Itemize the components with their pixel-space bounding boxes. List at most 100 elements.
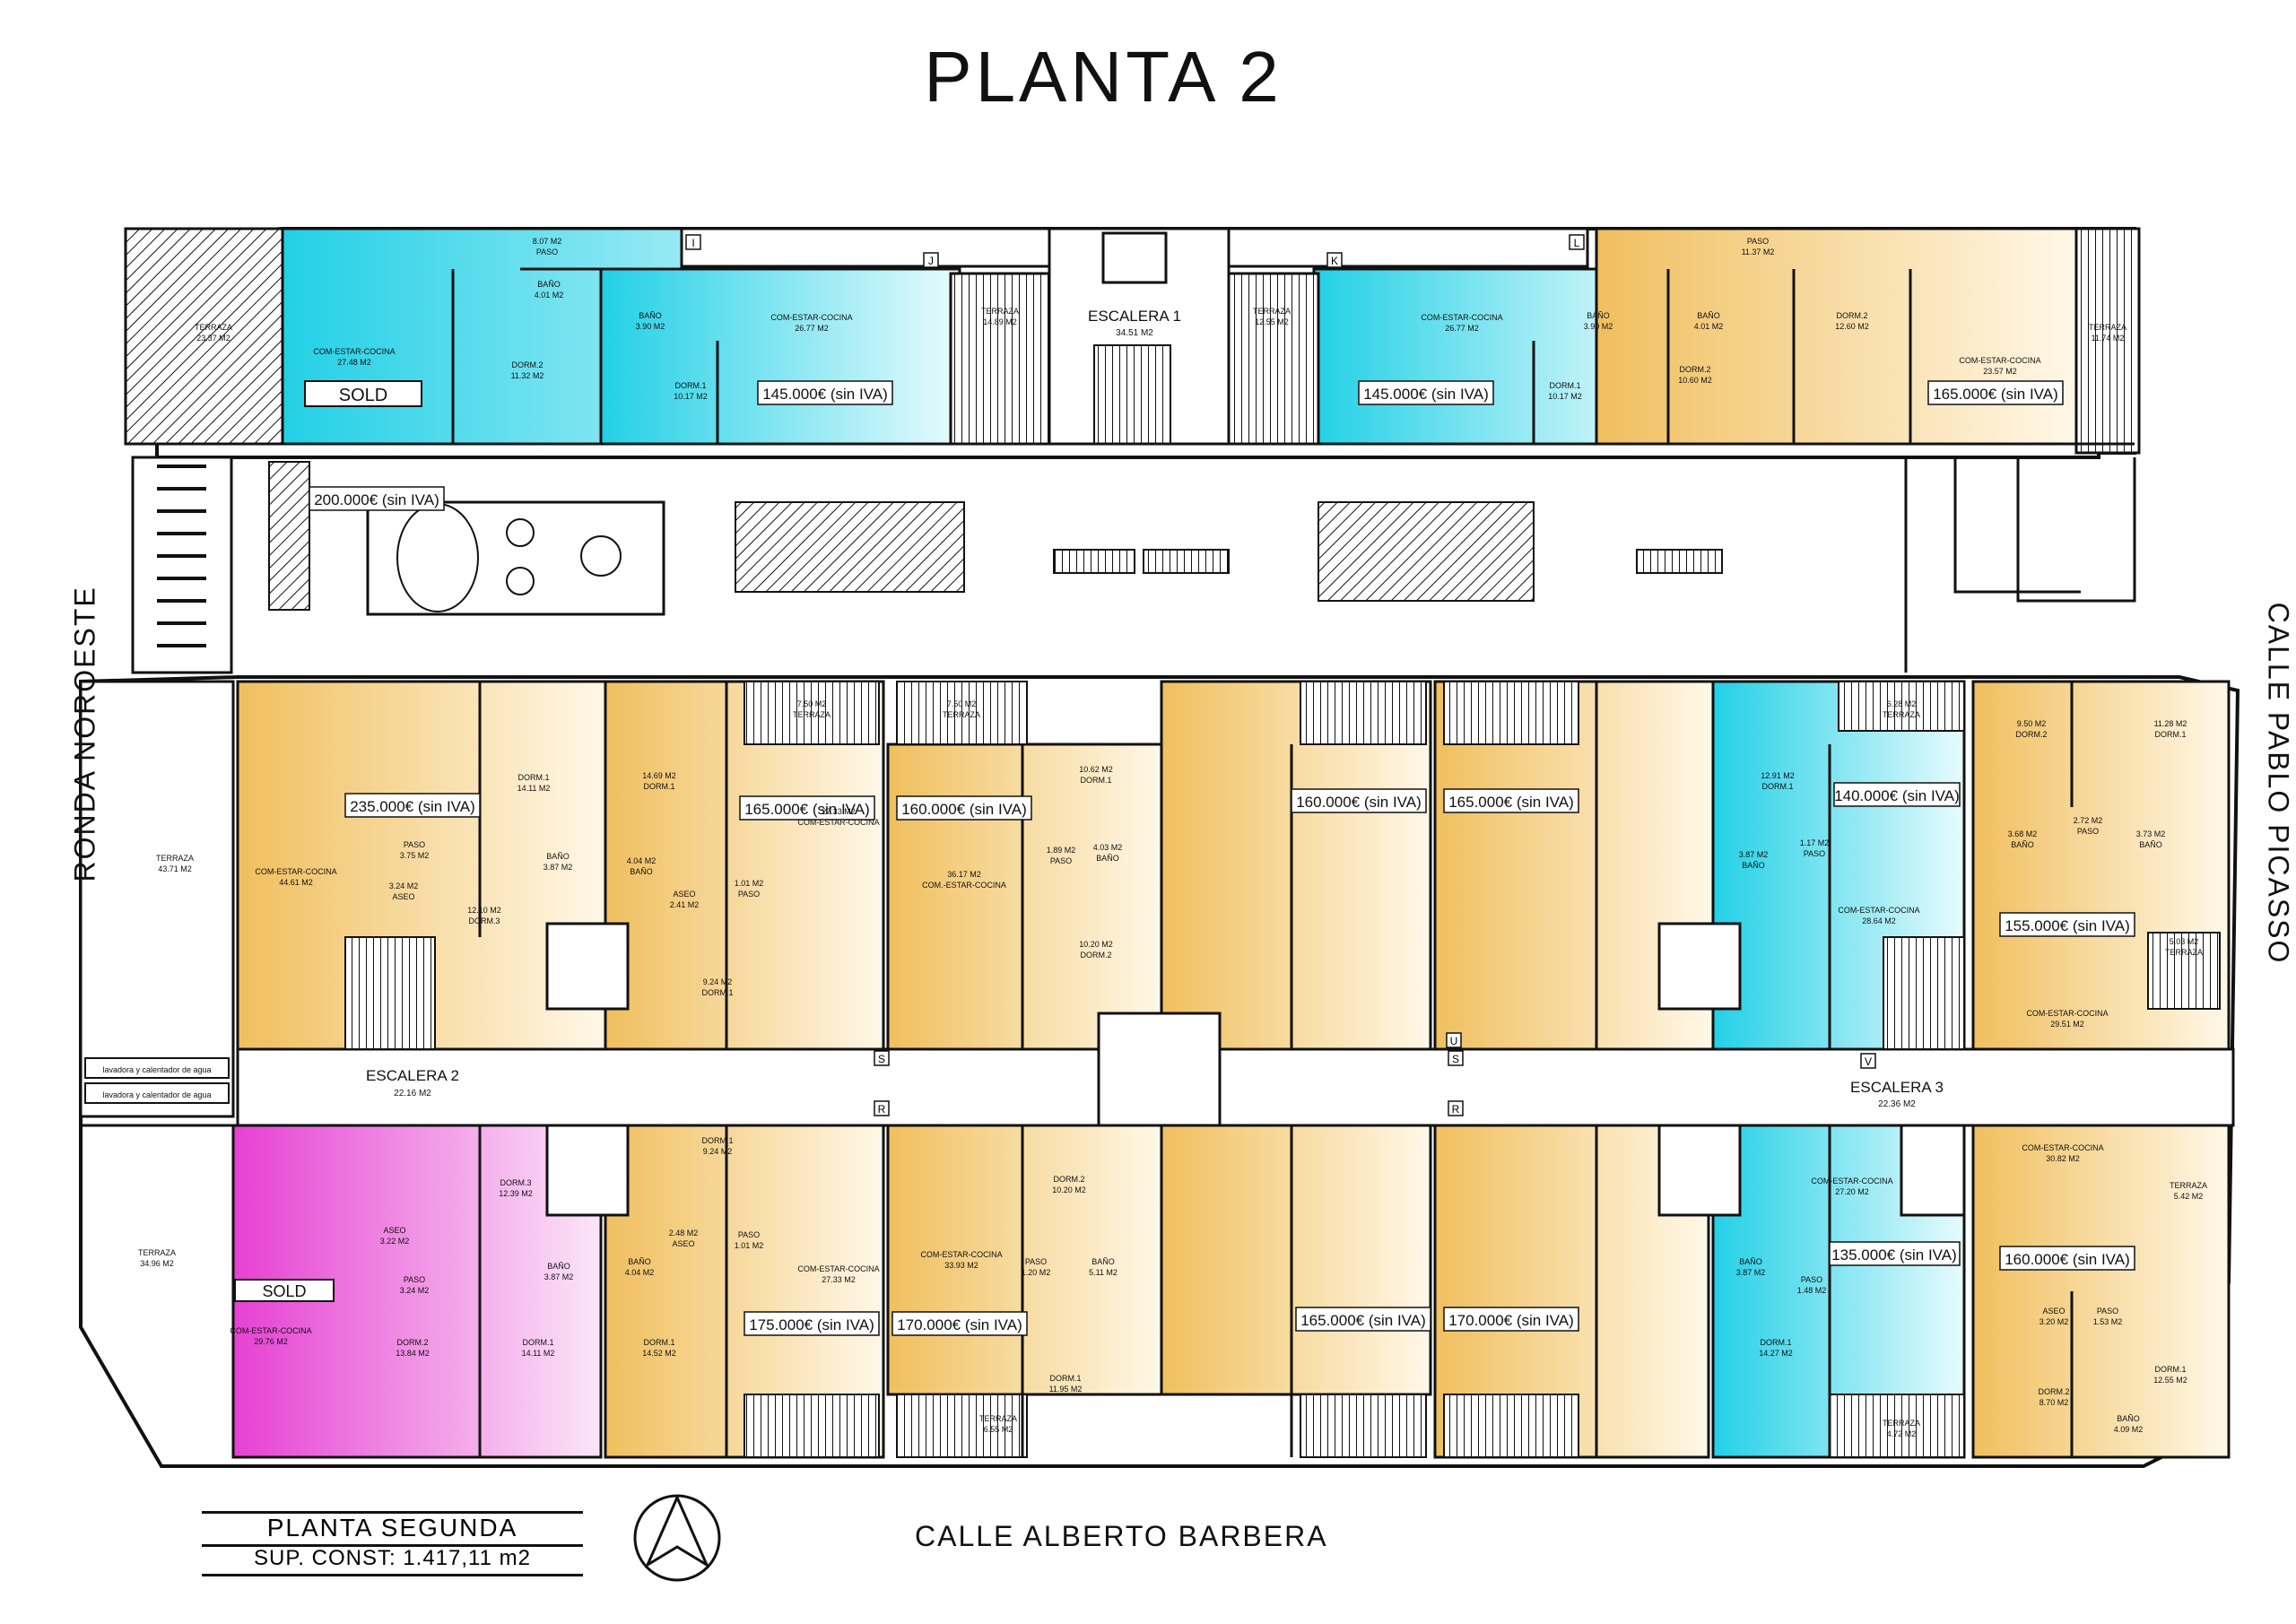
- room-label: 36.17 M2: [947, 870, 981, 879]
- room-label: 34.96 M2: [140, 1259, 174, 1268]
- room-label: 9.24 M2: [703, 1147, 733, 1156]
- room-label: 3.87 M2: [1736, 1268, 1766, 1277]
- room-label: BAÑO: [546, 852, 570, 861]
- room-label: DORM.1: [2154, 730, 2186, 739]
- street-east: CALLE PABLO PICASSO: [2262, 602, 2295, 965]
- room-label: COM-ESTAR-COCINA: [1421, 313, 1502, 322]
- room-label: DORM.1: [1761, 782, 1793, 791]
- unit-north-2: [599, 267, 961, 446]
- price-plaza: 200.000€ (sin IVA): [314, 491, 439, 508]
- room-label: 7.50 M2: [947, 699, 977, 708]
- room-label: 3.75 M2: [400, 851, 430, 860]
- room-label: PASO: [2077, 827, 2099, 836]
- room-label: BAÑO: [1096, 854, 1119, 863]
- price-unit-c: 160.000€ (sin IVA): [901, 801, 1027, 818]
- room-label: 10.17 M2: [1548, 392, 1582, 401]
- south-block: [79, 675, 2240, 1468]
- room-label: 27.48 M2: [337, 358, 371, 367]
- terrace-west: [79, 680, 235, 1118]
- room-label: DORM.1: [701, 1136, 733, 1145]
- room-label: 3.24 M2: [389, 881, 419, 890]
- stair-2-area: 22.16 M2: [394, 1089, 431, 1099]
- room-label: 4.09 M2: [2114, 1425, 2144, 1434]
- room-label: DORM.3: [468, 916, 500, 925]
- room-label: PASO: [1801, 1275, 1822, 1284]
- room-label: lavadora y calentador de agua: [102, 1090, 211, 1099]
- room-label: COM-ESTAR-COCINA: [1838, 906, 1919, 915]
- room-label: 10.20 M2: [1079, 940, 1113, 949]
- room-label: DORM.2: [396, 1338, 428, 1347]
- marker-box: [874, 1050, 890, 1066]
- price-unit-d: 160.000€ (sin IVA): [1296, 794, 1422, 811]
- room-label: DORM.1: [643, 1338, 674, 1347]
- room-label: TERRAZA: [943, 710, 980, 719]
- room-label: lavadora y calentador de agua: [102, 1065, 211, 1074]
- price-north-4: 165.000€ (sin IVA): [1933, 386, 2058, 403]
- price-unit-t: 170.000€ (sin IVA): [1448, 1312, 1574, 1329]
- room-label: 23.57 M2: [1983, 367, 2017, 376]
- stair-3-area: 22.36 M2: [1878, 1099, 1916, 1109]
- room-label: DORM.2: [2038, 1387, 2069, 1396]
- room-label: BAÑO: [630, 867, 653, 876]
- room-label: 3.90 M2: [1584, 322, 1613, 331]
- room-label: DORM.2: [1836, 311, 1867, 320]
- room-label: 3.68 M2: [2008, 829, 2038, 838]
- marker-label: U: [1450, 1035, 1458, 1047]
- garden-2: [1318, 501, 1535, 602]
- room-label: 3.73 M2: [2136, 829, 2166, 838]
- marker-box: [1326, 252, 1343, 268]
- room-label: DORM.1: [643, 782, 674, 791]
- room-label: 4.03 M2: [1093, 843, 1123, 852]
- room-label: PASO: [2097, 1307, 2118, 1316]
- room-label: TERRAZA: [2165, 948, 2203, 957]
- room-label: 14.27 M2: [1759, 1349, 1793, 1358]
- marker-label: R: [878, 1103, 886, 1116]
- room-label: 10.20 M2: [1052, 1185, 1086, 1194]
- street-south: CALLE ALBERTO BARBERA: [915, 1520, 1328, 1552]
- room-label: BAÑO: [1739, 1257, 1762, 1266]
- room-label: DORM.3: [500, 1178, 531, 1187]
- plan-area: SUP. CONST: 1.417,11 m2: [202, 1545, 583, 1576]
- price-north-2: 145.000€ (sin IVA): [762, 386, 888, 403]
- room-label: 8.70 M2: [2039, 1398, 2069, 1407]
- price-unit-g: 155.000€ (sin IVA): [2005, 917, 2130, 934]
- room-label: 43.71 M2: [158, 864, 192, 873]
- marker-box: [874, 1100, 890, 1116]
- room-label: TERRAZA: [981, 307, 1019, 316]
- plan-legend: PLANTA SEGUNDA SUP. CONST: 1.417,11 m2: [202, 1511, 583, 1576]
- room-label: BAÑO: [1091, 1257, 1115, 1266]
- room-label: BAÑO: [1587, 311, 1610, 320]
- room-label: DORM.1: [674, 381, 706, 390]
- room-label: TERRAZA: [156, 854, 194, 863]
- room-label: 11.74 M2: [2092, 334, 2125, 343]
- room-label: COM-ESTAR-COCINA: [797, 818, 879, 827]
- terrace-north-1: [949, 272, 1051, 446]
- terrace-north-2: [1227, 272, 1320, 446]
- room-label: 12.91 M2: [1761, 771, 1795, 780]
- marker-label: J: [928, 255, 934, 267]
- marker-label: S: [878, 1053, 885, 1065]
- room-label: 26.77 M2: [1445, 324, 1479, 333]
- room-label: 14.52 M2: [642, 1349, 676, 1358]
- room-label: 14.11 M2: [522, 1349, 555, 1358]
- room-label: 1.01 M2: [735, 879, 764, 888]
- room-label: 44.61 M2: [279, 878, 313, 887]
- room-label: 3.20 M2: [2039, 1317, 2069, 1326]
- room-label: BAÑO: [1697, 311, 1720, 320]
- bench-1: [1053, 549, 1135, 574]
- price-unit-p: SOLD: [262, 1282, 306, 1300]
- marker-box: [1446, 1032, 1462, 1048]
- room-label: 7.50 M2: [797, 699, 827, 708]
- room-label: 3.24 M2: [400, 1286, 430, 1295]
- room-label: DORM.2: [511, 360, 543, 369]
- room-label: COM-ESTAR-COCINA: [313, 347, 395, 356]
- room-label: 13.84 M2: [396, 1349, 430, 1358]
- room-label: 29.76 M2: [254, 1337, 288, 1346]
- room-label: PASO: [536, 248, 558, 256]
- room-label: COM-ESTAR-COCINA: [2026, 1009, 2108, 1018]
- room-label: ASEO: [673, 890, 695, 899]
- room-label: ASEO: [383, 1226, 405, 1235]
- room-label: 14.11 M2: [517, 784, 551, 793]
- room-label: PASO: [1025, 1257, 1047, 1266]
- room-label: 2.48 M2: [669, 1229, 699, 1238]
